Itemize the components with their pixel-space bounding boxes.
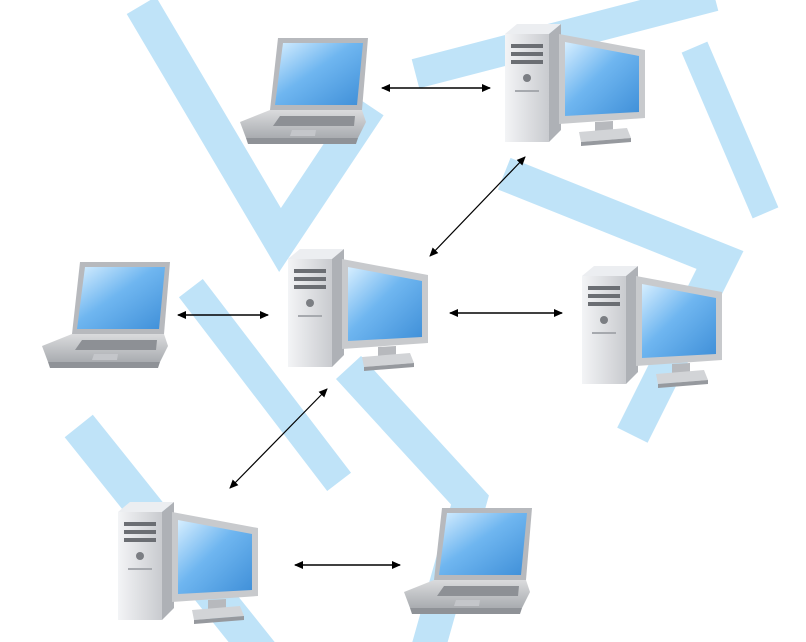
desktop-computer-icon bbox=[288, 249, 428, 371]
node-laptop-bottom bbox=[404, 508, 532, 614]
node-laptop-top bbox=[240, 38, 368, 144]
arrow-desktop-center-desktop-bottom bbox=[229, 388, 328, 489]
connections bbox=[177, 84, 563, 569]
node-laptop-left bbox=[42, 262, 170, 368]
arrow-desktop-top-desktop-center bbox=[429, 156, 526, 257]
watermark-strokes bbox=[64, 0, 779, 642]
laptop-icon bbox=[240, 38, 368, 144]
node-desktop-top bbox=[505, 24, 645, 146]
laptop-icon bbox=[42, 262, 170, 368]
node-desktop-center bbox=[288, 249, 428, 371]
desktop-computer-icon bbox=[505, 24, 645, 146]
laptop-icon bbox=[404, 508, 532, 614]
